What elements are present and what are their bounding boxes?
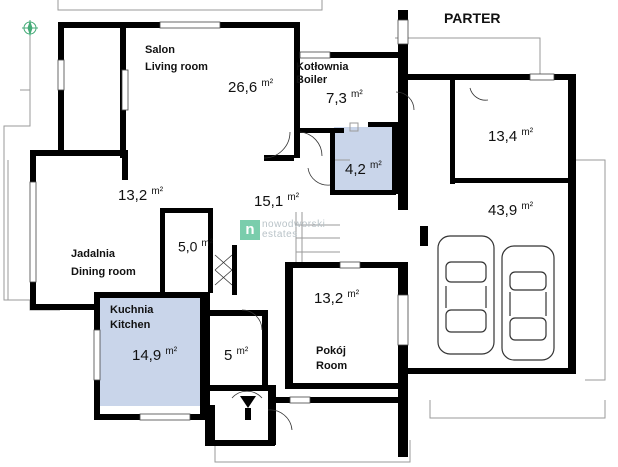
- salon-area-unit: m²: [261, 78, 274, 89]
- spizarnia-area-unit: m²: [201, 238, 214, 249]
- kitchen-highlight: [98, 298, 208, 406]
- pokoj-label-en: Room: [316, 360, 348, 372]
- floor-title: PARTER: [444, 10, 501, 26]
- salon-area-value: 26,6: [228, 79, 258, 96]
- watermark-sub: estates: [262, 229, 298, 240]
- wc-area-unit: m²: [236, 346, 249, 357]
- jadalnia-label: Jadalnia Dining room: [71, 245, 136, 281]
- jadalnia-area: 13,2 m²: [118, 186, 163, 204]
- bathroom-area-value: 4,2: [345, 161, 366, 178]
- kuchnia-area: 14,9 m²: [132, 346, 177, 364]
- hall-area-value: 15,1: [254, 193, 284, 210]
- jadalnia-area-value: 13,2: [118, 187, 148, 204]
- wc-area: 5 m²: [224, 346, 248, 364]
- kuchnia-area-unit: m²: [165, 346, 178, 357]
- garage-area: 43,9 m²: [488, 201, 533, 219]
- garage-utility-area-unit: m²: [521, 127, 534, 138]
- kotlownia-label-en: Boiler: [296, 74, 328, 86]
- bathroom-area: 4,2 m²: [345, 160, 382, 178]
- kuchnia-label-en: Kitchen: [110, 319, 151, 331]
- pokoj-area: 13,2 m²: [314, 289, 359, 307]
- watermark-text: nowodworski estates: [262, 220, 325, 240]
- watermark-brand: nowodworski: [262, 219, 326, 230]
- car-icon: [437, 235, 495, 355]
- wc-area-value: 5: [224, 347, 233, 364]
- bathroom-area-unit: m²: [370, 160, 382, 171]
- kuchnia-label-pl: Kuchnia: [110, 304, 154, 316]
- hall-area-unit: m²: [287, 192, 300, 203]
- jadalnia-area-unit: m²: [151, 186, 164, 197]
- kotlownia-area-unit: m²: [351, 89, 363, 100]
- jadalnia-label-pl: Jadalnia: [71, 248, 116, 260]
- entrance-arrow-icon: [231, 390, 263, 420]
- kuchnia-label: Kuchnia Kitchen: [110, 303, 153, 333]
- salon-label-en: Living room: [145, 61, 208, 73]
- spizarnia-area-value: 5,0: [178, 238, 198, 255]
- car-icon: [501, 245, 555, 361]
- garage-utility-area-value: 13,4: [488, 128, 518, 145]
- pokoj-area-value: 13,2: [314, 290, 344, 307]
- watermark-logo-icon: n: [240, 220, 260, 240]
- salon-label: Salon Living room: [145, 44, 208, 74]
- garage-area-value: 43,9: [488, 202, 518, 219]
- salon-area: 26,6 m²: [228, 78, 273, 96]
- compass-icon: [22, 20, 38, 36]
- pokoj-area-unit: m²: [347, 289, 360, 300]
- hall-area: 15,1 m²: [254, 192, 299, 210]
- kotlownia-area-value: 7,3: [326, 90, 347, 107]
- garage-area-unit: m²: [521, 201, 534, 212]
- salon-label-pl: Salon: [145, 44, 175, 56]
- kuchnia-area-value: 14,9: [132, 347, 162, 364]
- kotlownia-label: Kotłownia Boiler: [296, 61, 349, 87]
- pokoj-label-pl: Pokój: [316, 345, 346, 357]
- kotlownia-area: 7,3 m²: [326, 89, 363, 107]
- spizarnia-area: 5,0 m²: [178, 238, 213, 255]
- kotlownia-label-pl: Kotłownia: [296, 61, 349, 73]
- jadalnia-label-en: Dining room: [71, 266, 136, 278]
- pokoj-label: Pokój Room: [316, 344, 347, 374]
- garage-utility-area: 13,4 m²: [488, 127, 533, 145]
